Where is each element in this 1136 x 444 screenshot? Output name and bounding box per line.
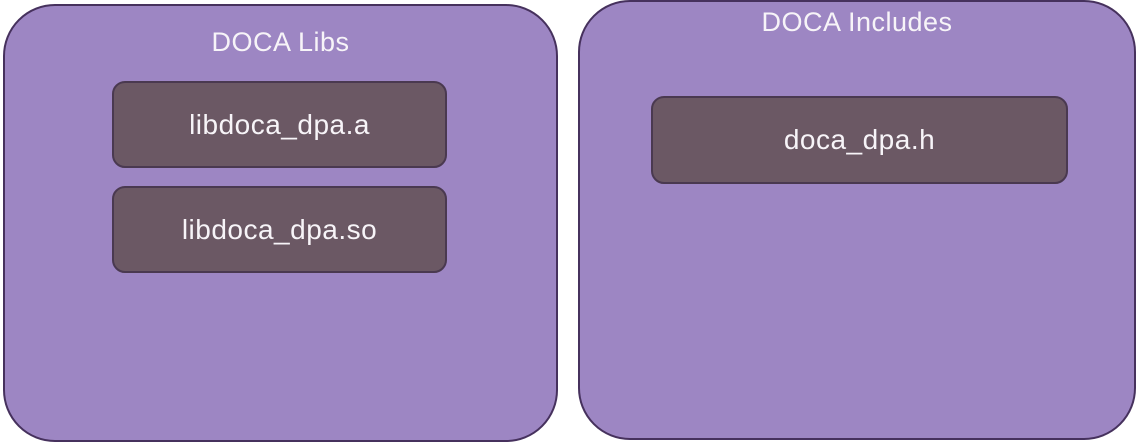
doca-includes-group: DOCA Includes doca_dpa.h [578,0,1136,440]
node-libdoca-dpa-so-label: libdoca_dpa.so [181,213,378,245]
doca-includes-group-title: DOCA Includes [761,7,953,37]
node-libdoca-dpa-a: libdoca_dpa.a [112,81,447,168]
node-libdoca-dpa-a-label: libdoca_dpa.a [189,108,370,140]
node-doca-dpa-h-label: doca_dpa.h [783,124,936,155]
doca-libs-group-title: DOCA Libs [211,27,350,57]
doca-libs-group: DOCA Libs libdoca_dpa.a libdoca_dpa.so [3,4,558,442]
node-libdoca-dpa-so: libdoca_dpa.so [112,186,447,273]
node-doca-dpa-h: doca_dpa.h [651,96,1068,184]
